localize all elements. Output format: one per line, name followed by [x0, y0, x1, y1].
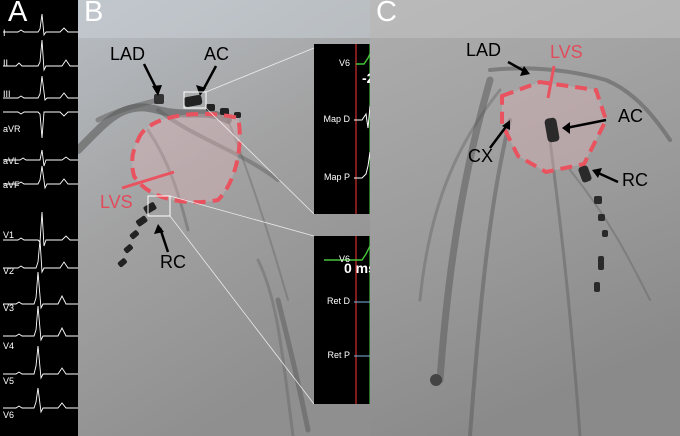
panel-b-letter: B: [84, 0, 104, 28]
ecg-trace-avl: [3, 149, 78, 167]
timing-label: 0 msec: [344, 260, 370, 276]
ecg-trace-avr: [3, 111, 78, 139]
ecg-trace-avf: [3, 165, 78, 190]
ecg-lead-label: I: [3, 28, 6, 38]
ecg-lead-label: V2: [3, 266, 15, 276]
ecg-traces: [3, 13, 78, 414]
label-ac: AC: [618, 106, 644, 126]
ecg-trace-v2: [3, 239, 78, 274]
ecg-lead-label: aVL: [3, 156, 20, 166]
label-lvs: LVS: [550, 42, 583, 62]
ecg-trace-i: [3, 13, 78, 37]
label-rc: RC: [622, 170, 648, 190]
ecg-lead-label: V6: [3, 410, 15, 420]
lead-label: Map D: [323, 114, 350, 124]
ecg-trace-v1: [3, 211, 78, 247]
panel-a-letter: A: [8, 0, 28, 28]
ecg-trace-v6: [3, 387, 78, 414]
lead-label: V6: [338, 254, 350, 264]
label-cx: CX: [468, 146, 494, 166]
label-lad: LAD: [110, 44, 146, 64]
inset-ret-signals: V6 Ret D Ret P 0 msec: [314, 236, 370, 404]
ecg-trace-v5: [3, 345, 78, 380]
lead-label: Ret D: [326, 296, 350, 306]
ecg-lead-label: III: [3, 89, 11, 99]
ecg-trace-v3: [3, 271, 78, 310]
ecg-lead-label: V5: [3, 376, 15, 386]
timing-label: -21 msec: [362, 70, 370, 86]
ecg-lead-label: aVF: [3, 180, 20, 190]
label-lvs: LVS: [100, 192, 133, 212]
lvs-outline: [130, 112, 242, 205]
panel-a-ecg: A: [0, 0, 78, 436]
label-rc: RC: [160, 252, 186, 272]
panel-c-letter: C: [376, 0, 397, 28]
lead-label: Map P: [323, 172, 350, 182]
lead-label: Ret P: [327, 350, 350, 360]
lead-label: V6: [338, 58, 350, 68]
map-signal-traces: [354, 44, 370, 214]
ecg-lead-label: aVR: [3, 124, 21, 134]
inset-map-signals: V6 Map D Map P -21 msec: [314, 44, 370, 214]
ret-signal-traces: [324, 236, 370, 404]
ecg-trace-ii: [3, 39, 78, 72]
ecg-lead-label: II: [3, 58, 9, 68]
panel-b-fluoroscopy: B LAD AC LVS RC V6 Map D Map P -21 msec: [78, 0, 370, 436]
ecg-lead-label: V4: [3, 341, 15, 351]
label-lad: LAD: [466, 40, 502, 60]
ecg-lead-label: V3: [3, 303, 15, 313]
panel-c-fluoroscopy: C LAD LVS AC CX RC: [370, 0, 680, 436]
ecg-lead-label: V1: [3, 230, 15, 240]
fluoroscopy-image-c: [370, 0, 680, 436]
ecg-trace-v4: [3, 305, 78, 342]
ecg-trace-iii: [3, 75, 78, 101]
label-ac: AC: [204, 44, 230, 64]
